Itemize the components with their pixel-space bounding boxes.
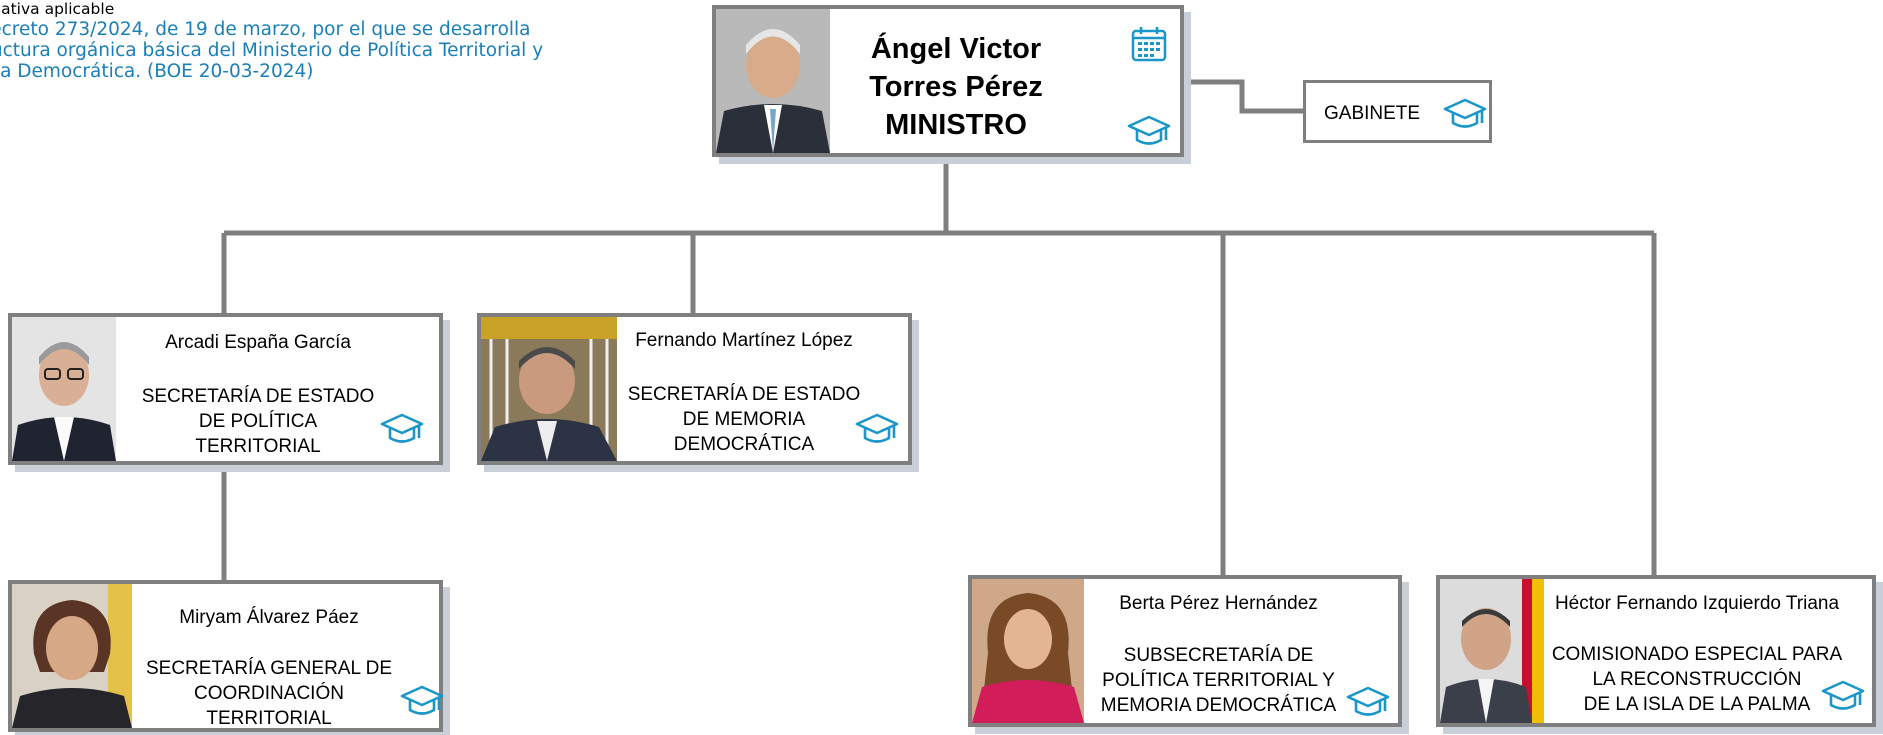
minister-photo: [716, 9, 830, 153]
unit-photo: [12, 584, 132, 728]
unit-photo: [1440, 579, 1544, 723]
unit-role: COMISIONADO ESPECIAL PARA LA RECONSTRUCC…: [1551, 644, 1843, 715]
cabinet-label: GABINETE: [1324, 103, 1421, 124]
unit-card-se-politica-territorial[interactable]: Arcadi España García SECRETARÍA DE ESTAD…: [8, 313, 443, 465]
cabinet-card[interactable]: GABINETE: [1303, 80, 1492, 143]
unit-name: Miryam Álvarez Páez: [179, 607, 359, 628]
unit-name: Héctor Fernando Izquierdo Triana: [1554, 593, 1840, 614]
calendar-icon[interactable]: [1129, 24, 1169, 64]
unit-card-comisionado-la-palma[interactable]: Héctor Fernando Izquierdo Triana COMISIO…: [1436, 575, 1876, 727]
unit-role: SECRETARÍA DE ESTADO DE MEMORIA DEMOCRÁT…: [627, 384, 861, 455]
unit-photo: [972, 579, 1084, 723]
regulation-link[interactable]: Decreto 273/2024, de 19 de marzo, por el…: [0, 19, 544, 82]
minister-role: MINISTRO: [885, 109, 1027, 141]
connector-cabinet: [1182, 79, 1305, 114]
unit-card-se-memoria-democratica[interactable]: Fernando Martínez López SECRETARÍA DE ES…: [477, 313, 912, 465]
unit-card-sg-coordinacion-territorial[interactable]: Miryam Álvarez Páez SECRETARÍA GENERAL D…: [8, 580, 445, 732]
graduation-cap-icon[interactable]: [1126, 114, 1172, 148]
unit-name: Arcadi España García: [165, 332, 351, 353]
unit-photo: [12, 317, 116, 461]
applicable-regulations-label: mativa aplicable: [0, 0, 115, 18]
graduation-cap-icon[interactable]: [1442, 97, 1488, 131]
unit-role: SECRETARÍA GENERAL DE COORDINACIÓN TERRI…: [145, 658, 392, 729]
graduation-cap-icon[interactable]: [399, 684, 445, 718]
unit-role: SECRETARÍA DE ESTADO DE POLÍTICA TERRITO…: [141, 386, 375, 457]
unit-role: SUBSECRETARÍA DE POLÍTICA TERRITORIAL Y …: [1100, 645, 1337, 716]
minister-name-line-2: Torres Pérez: [869, 71, 1043, 103]
graduation-cap-icon[interactable]: [854, 412, 900, 446]
minister-name-line-1: Ángel Victor: [870, 33, 1042, 65]
minister-card[interactable]: Ángel Victor Torres Pérez MINISTRO: [712, 5, 1184, 157]
graduation-cap-icon[interactable]: [1345, 685, 1391, 719]
header: mativa aplicable Decreto 273/2024, de 19…: [0, 0, 580, 82]
unit-name: Fernando Martínez López: [635, 330, 853, 351]
graduation-cap-icon[interactable]: [1820, 679, 1866, 713]
unit-name: Berta Pérez Hernández: [1119, 593, 1318, 614]
graduation-cap-icon[interactable]: [379, 412, 425, 446]
unit-card-subsecretaria[interactable]: Berta Pérez Hernández SUBSECRETARÍA DE P…: [968, 575, 1402, 727]
unit-photo: [481, 317, 617, 461]
